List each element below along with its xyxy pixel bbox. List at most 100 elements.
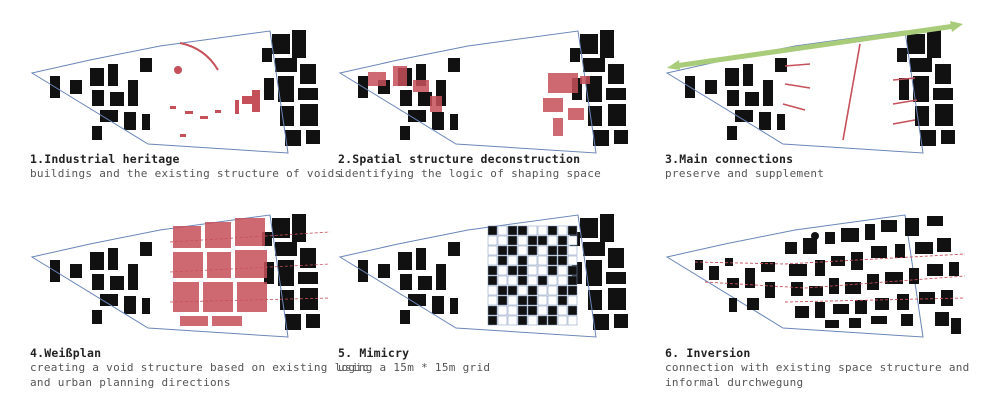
building-block [570,48,580,62]
building-block [759,112,771,130]
building-block [815,302,825,318]
void-point [174,66,182,74]
building-block [70,80,82,94]
grid-cell [547,245,558,256]
building-block [606,88,626,100]
building-block [785,242,797,254]
building-block [408,110,426,122]
grid-cell [567,295,578,306]
panel-subtitle: buildings and the existing structure of … [30,167,342,180]
building-block [935,312,949,326]
building-block [262,232,272,246]
grid-cell [567,235,578,246]
building-block [128,264,138,290]
panel-title: 1.Industrial heritage [30,152,180,166]
building-block [378,264,390,278]
site-boundary [30,30,289,154]
building-block [124,112,136,130]
building-block [763,80,773,106]
context-buildings [50,214,320,330]
building-block [306,314,320,328]
building-block [727,278,739,288]
building-block [128,80,138,106]
building-block [593,314,609,330]
building-block [416,248,426,270]
grid-cell [487,235,498,246]
building-block [909,268,919,284]
grid-cell [517,275,528,286]
grid-cell [567,265,578,276]
building-block [583,58,605,72]
building-block [941,130,955,144]
building-block [933,88,953,100]
building-block [92,126,102,140]
grid-cell [497,315,508,326]
grid-cell [557,235,568,246]
building-block [608,248,624,268]
building-block [895,244,905,258]
building-block [747,298,759,310]
context-buildings [685,30,955,146]
building-block [935,64,951,84]
grid-cell [517,305,528,316]
building-block [600,30,614,58]
building-block [272,34,290,54]
void-blocks [173,218,267,326]
building-block [90,252,104,270]
grid-cell [487,255,498,266]
building-block [298,88,318,100]
building-block [871,246,887,258]
building-block [935,104,953,126]
building-block [278,76,294,102]
building-block [927,30,941,58]
grid-cell [487,305,498,316]
grid-cell [567,275,578,286]
site-plan-diagram [665,21,963,154]
grid-cell [527,305,538,316]
void-fragments [170,90,260,137]
panel-title: 6. Inversion [665,346,751,360]
grid-cell [547,295,558,306]
building-block [614,130,628,144]
building-block [600,214,614,242]
site-boundary [30,214,289,338]
building-block [907,34,925,54]
building-block [580,34,598,54]
building-block [418,276,432,290]
context-buildings [50,30,320,146]
panel-subtitle: connection with existing space structure… [665,361,970,374]
building-block [292,30,306,58]
building-block [436,80,446,106]
building-block [436,264,446,290]
grid-cell [517,295,528,306]
building-block [608,104,626,126]
grid-cell [507,315,518,326]
round-building [811,232,819,240]
grid-cell [497,225,508,236]
building-block [875,298,889,310]
building-block [108,248,118,270]
grid-cell [547,225,558,236]
grid-cell [567,315,578,326]
inverted-buildings [695,216,961,334]
grid-cell [567,255,578,266]
site-boundary [338,214,597,338]
building-block [400,274,412,290]
panel-title: 4.Weißplan [30,346,102,360]
panel-title: 2.Spatial structure deconstruction [338,152,581,166]
building-block [108,64,118,86]
building-block [110,276,124,290]
building-block [743,64,753,86]
grid-cell [547,285,558,296]
grid-cell [537,235,548,246]
building-block [905,218,919,236]
grid-cell [507,295,518,306]
building-block [614,314,628,328]
building-block [448,242,460,256]
building-block [745,268,755,288]
grid-cell [517,225,528,236]
building-block [92,310,102,324]
site-plan-diagram [338,30,628,154]
building-block [919,292,935,304]
building-block [140,58,152,72]
